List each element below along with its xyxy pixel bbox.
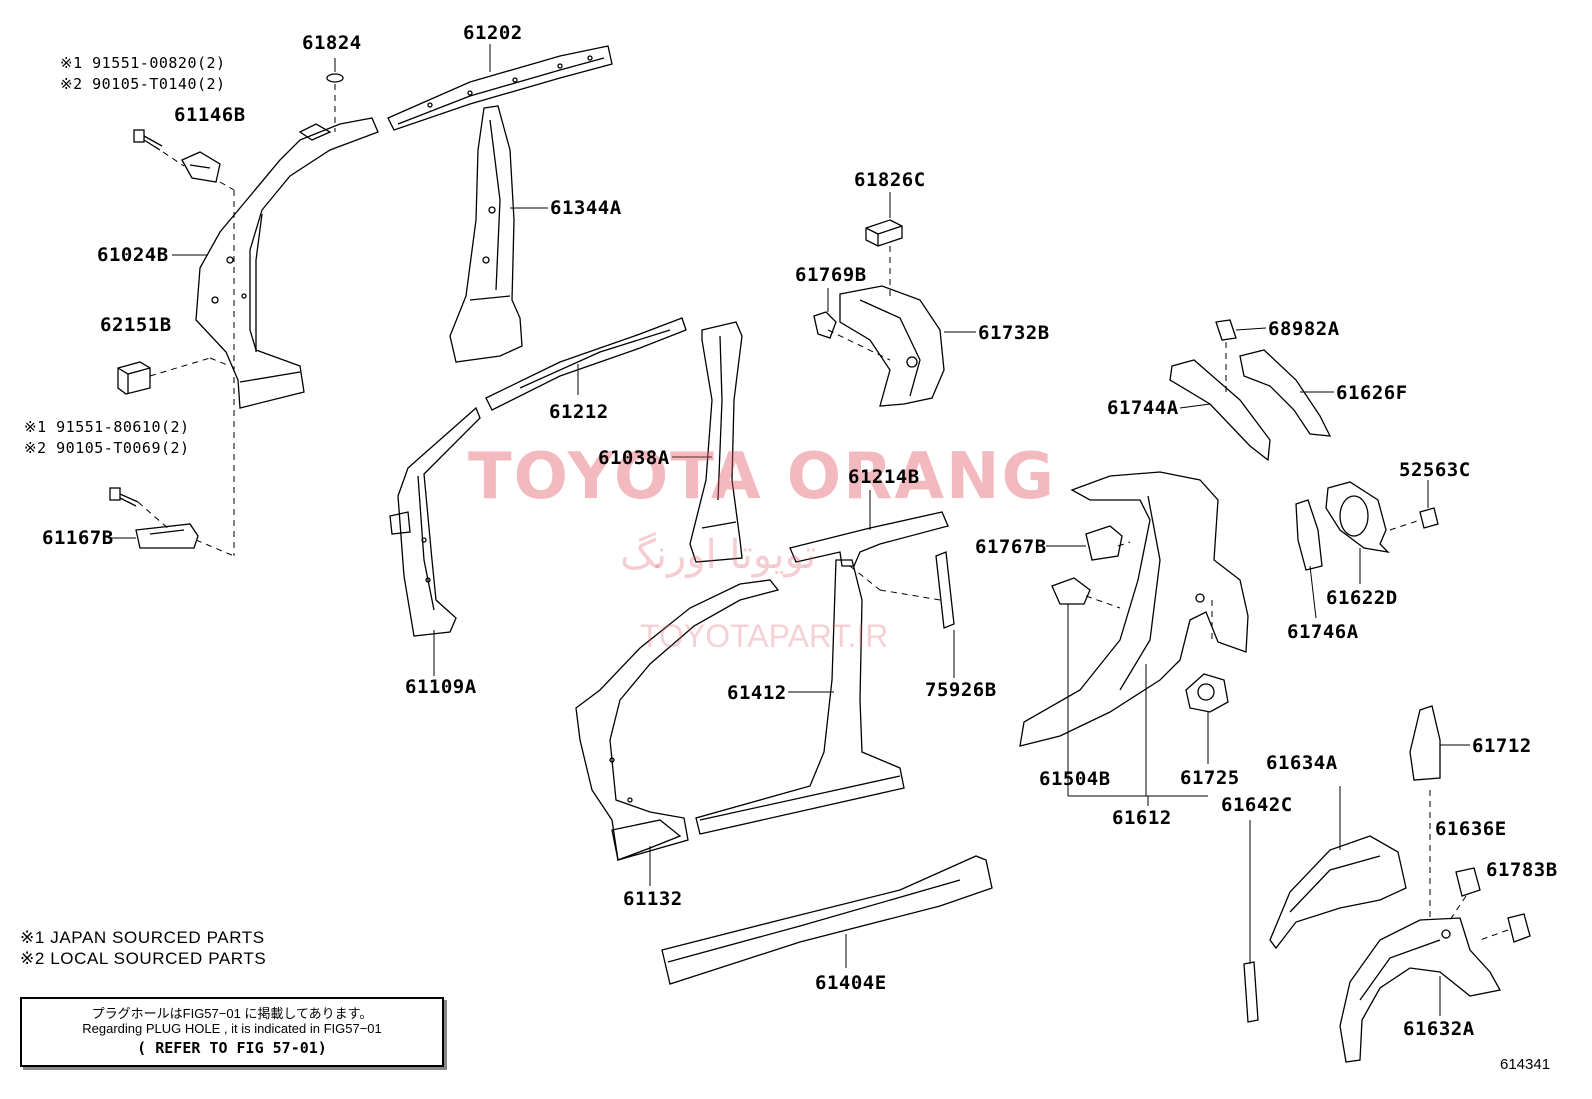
part-62151B-block[interactable] (117, 361, 151, 395)
watermark-main: TOYOTA ORANG (468, 440, 1057, 514)
part-61167B-bracket[interactable] (135, 523, 199, 549)
part-61214B-roof-reinforcement[interactable] (789, 511, 949, 567)
label-61404E[interactable]: 61404E (815, 972, 887, 994)
label-61504B[interactable]: 61504B (1039, 768, 1111, 790)
part-68982A-bracket[interactable] (1215, 319, 1237, 341)
part-61712-reinforcement[interactable] (1409, 705, 1441, 781)
label-61744A[interactable]: 61744A (1107, 397, 1179, 419)
part-61783B-block[interactable] (1507, 913, 1531, 943)
part-61038A-center-pillar-inner[interactable] (689, 321, 743, 563)
label-62151B[interactable]: 62151B (100, 314, 172, 336)
part-61636E-bracket[interactable] (1455, 867, 1481, 897)
watermark-persian: تویوتا اورنگ (620, 532, 817, 578)
note-japanese: プラグホールはFIG57−01 に掲載してあります。 (91, 1006, 373, 1021)
leader-lines (108, 44, 1470, 1016)
bolt-lower[interactable] (109, 487, 139, 507)
part-61612-quarter-panel[interactable] (1019, 471, 1249, 747)
bolt-note-upper-2: ※2 90105-T0140(2) (60, 75, 226, 93)
label-61712[interactable]: 61712 (1472, 735, 1532, 757)
label-61132[interactable]: 61132 (623, 888, 683, 910)
bolt-note-upper-1: ※1 91551-00820(2) (60, 54, 226, 72)
part-61404E-rocker[interactable] (661, 855, 993, 985)
label-61167B[interactable]: 61167B (42, 527, 114, 549)
part-61212-roof-side-inner[interactable] (485, 317, 687, 411)
label-61783B[interactable]: 61783B (1486, 859, 1558, 881)
label-75926B[interactable]: 75926B (925, 679, 997, 701)
label-61824[interactable]: 61824 (302, 32, 362, 54)
part-61826C-block[interactable] (865, 219, 903, 247)
label-61725[interactable]: 61725 (1180, 767, 1240, 789)
part-61746A-reinforcement[interactable] (1295, 499, 1323, 571)
part-61024B-front-pillar[interactable] (195, 117, 379, 409)
label-61622D[interactable]: 61622D (1326, 587, 1398, 609)
legend-local-sourced: ※2 LOCAL SOURCED PARTS (20, 949, 267, 968)
part-61202-roof-side-rail[interactable] (387, 45, 613, 131)
label-61212[interactable]: 61212 (549, 401, 609, 423)
bolt-upper[interactable] (133, 129, 163, 151)
label-61732B[interactable]: 61732B (978, 322, 1050, 344)
label-61642C[interactable]: 61642C (1221, 794, 1293, 816)
note-refer-link[interactable]: ( REFER TO FIG 57-01) (137, 1039, 327, 1057)
part-61725-fuel-housing[interactable] (1185, 673, 1229, 713)
label-61767B[interactable]: 61767B (975, 536, 1047, 558)
part-61146B-bracket[interactable] (181, 151, 221, 183)
label-61769B[interactable]: 61769B (795, 264, 867, 286)
part-61767B-bracket[interactable] (1085, 525, 1123, 561)
label-61632A[interactable]: 61632A (1403, 1018, 1475, 1040)
label-61636E[interactable]: 61636E (1435, 818, 1507, 840)
part-75926B-moulding[interactable] (935, 551, 955, 629)
label-61826C[interactable]: 61826C (854, 169, 926, 191)
part-61412-side-outer[interactable] (575, 559, 905, 861)
part-61132-panel[interactable] (611, 819, 682, 861)
label-61214B[interactable]: 61214B (848, 466, 920, 488)
label-61626F[interactable]: 61626F (1336, 382, 1408, 404)
part-52563C-clip[interactable] (1419, 507, 1439, 529)
label-61634A[interactable]: 61634A (1266, 752, 1338, 774)
plug-hole-note-box: プラグホールはFIG57−01 に掲載してあります。 Regarding PLU… (20, 997, 444, 1067)
part-61824-plug[interactable] (326, 73, 344, 83)
figure-number: 614341 (1500, 1056, 1551, 1073)
label-61412[interactable]: 61412 (727, 682, 787, 704)
legend-japan-sourced: ※1 JAPAN SOURCED PARTS (20, 928, 265, 947)
watermark-url: TOYOTAPART.IR (640, 618, 889, 654)
part-61504B-bracket[interactable] (1051, 577, 1091, 605)
label-52563C[interactable]: 52563C (1399, 459, 1471, 481)
label-61612[interactable]: 61612 (1112, 807, 1172, 829)
label-61146B[interactable]: 61146B (174, 104, 246, 126)
bolt-note-lower-2: ※2 90105-T0069(2) (24, 439, 190, 457)
part-61632A-wheelhouse-inner[interactable] (1339, 917, 1502, 1063)
label-61024B[interactable]: 61024B (97, 244, 169, 266)
part-61622D-panel[interactable] (1325, 481, 1390, 553)
label-68982A[interactable]: 68982A (1268, 318, 1340, 340)
note-english: Regarding PLUG HOLE , it is indicated in… (82, 1021, 382, 1036)
part-61732B-gusset[interactable] (839, 285, 945, 407)
dashed-lines (137, 84, 1509, 941)
part-61626F-panel[interactable] (1239, 349, 1332, 437)
label-61746A[interactable]: 61746A (1287, 621, 1359, 643)
label-61038A[interactable]: 61038A (598, 447, 670, 469)
part-61769B-bracket[interactable] (813, 311, 837, 339)
bolt-note-lower-1: ※1 91551-80610(2) (24, 418, 190, 436)
part-61744A-rail[interactable] (1169, 359, 1271, 462)
part-61634A-wheelhouse-outer[interactable] (1269, 835, 1407, 950)
part-61109A-front-pillar-inner[interactable] (389, 406, 481, 637)
label-61202[interactable]: 61202 (463, 22, 523, 44)
part-61642C-bracket[interactable] (1243, 961, 1259, 1023)
label-61109A[interactable]: 61109A (405, 676, 477, 698)
part-61344A-pillar-reinforcement[interactable] (449, 105, 523, 363)
label-61344A[interactable]: 61344A (550, 197, 622, 219)
